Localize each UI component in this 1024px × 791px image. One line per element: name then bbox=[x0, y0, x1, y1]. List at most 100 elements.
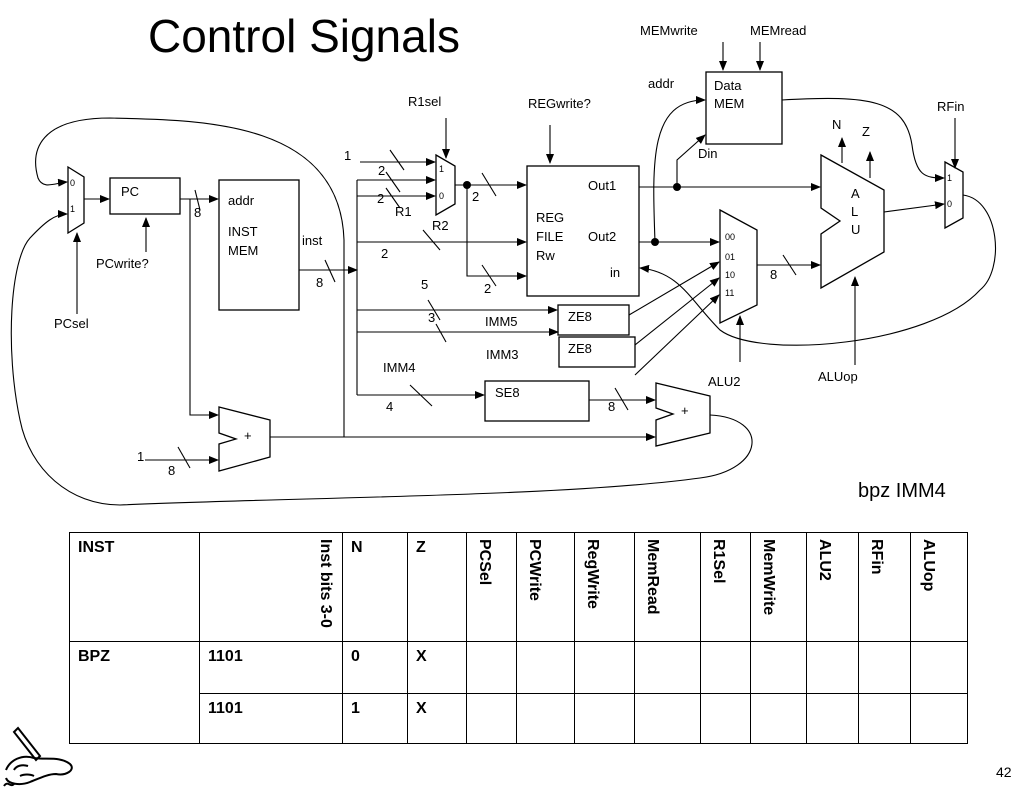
inst-mem bbox=[218, 179, 300, 311]
table-cell: 1 bbox=[342, 693, 408, 744]
imm4-label: IMM4 bbox=[383, 360, 416, 375]
width-label: 4 bbox=[386, 399, 393, 414]
table-cell: 1101 bbox=[199, 641, 343, 694]
control-signal-table: INST Inst bits 3-0 N Z PCSel PCWrite Reg… bbox=[69, 532, 968, 744]
rfin-mux bbox=[944, 160, 964, 230]
width-label: 2 bbox=[378, 163, 385, 178]
junction-dot bbox=[651, 238, 659, 246]
se8-label: SE8 bbox=[495, 385, 520, 400]
data-mem-label-1: Data bbox=[714, 78, 742, 93]
imm5-label: IMM5 bbox=[485, 314, 518, 329]
width-label: 5 bbox=[421, 277, 428, 292]
mux-input-label: 0 bbox=[439, 191, 444, 201]
header-memread: MemRead bbox=[634, 532, 701, 642]
width-label: 8 bbox=[194, 205, 201, 220]
table-cell: 1101 bbox=[199, 693, 343, 744]
pc-register bbox=[109, 177, 181, 215]
const-one-label: 1 bbox=[137, 449, 144, 464]
page-title: Control Signals bbox=[148, 10, 460, 62]
mux-input-label: 0 bbox=[947, 199, 952, 209]
table-cell bbox=[750, 641, 807, 694]
table-cell bbox=[858, 641, 911, 694]
table-cell: 0 bbox=[342, 641, 408, 694]
width-label: 2 bbox=[377, 191, 384, 206]
din-label: Din bbox=[698, 146, 718, 161]
r2-mux bbox=[435, 153, 456, 217]
header-inst: INST bbox=[69, 532, 200, 642]
width-label: 3 bbox=[428, 310, 435, 325]
data-mem bbox=[705, 71, 783, 145]
table-cell bbox=[858, 693, 911, 744]
inst-mem-label-1: INST bbox=[228, 224, 258, 239]
reg-file-label-3: Rw bbox=[536, 248, 555, 263]
regwrite-label: REGwrite? bbox=[528, 96, 591, 111]
table-cell bbox=[806, 693, 859, 744]
adder-plus-label: + bbox=[244, 428, 252, 443]
ze8-label: ZE8 bbox=[568, 309, 592, 324]
ze8-box-a bbox=[557, 304, 630, 336]
branch-adder bbox=[655, 382, 711, 447]
table-cell bbox=[516, 641, 575, 694]
width-label: 8 bbox=[770, 267, 777, 282]
table-cell bbox=[806, 641, 859, 694]
header-memwrite: MemWrite bbox=[750, 532, 807, 642]
inst-mem-addr-label: addr bbox=[228, 193, 255, 208]
header-rfin: RFin bbox=[858, 532, 911, 642]
table-cell bbox=[574, 693, 635, 744]
mux-input-label: 01 bbox=[725, 252, 735, 262]
mux-input-label: 1 bbox=[70, 204, 75, 214]
r2-label: R2 bbox=[432, 218, 449, 233]
mem-addr-label: addr bbox=[648, 76, 675, 91]
const-one-label: 1 bbox=[344, 148, 351, 163]
alu bbox=[820, 153, 885, 290]
adder-plus-label: + bbox=[681, 403, 689, 418]
header-r1sel: R1Sel bbox=[700, 532, 751, 642]
table-cell: X bbox=[407, 641, 467, 694]
data-mem-label-2: MEM bbox=[714, 96, 744, 111]
table-cell-inst: BPZ bbox=[69, 641, 200, 744]
width-label: 2 bbox=[472, 189, 479, 204]
header-z: Z bbox=[407, 532, 467, 642]
instruction-caption: bpz IMM4 bbox=[858, 480, 946, 502]
pcwrite-label: PCwrite? bbox=[96, 256, 149, 271]
junction-dot bbox=[673, 183, 681, 191]
in-label: in bbox=[610, 265, 620, 280]
out1-label: Out1 bbox=[588, 178, 616, 193]
page-number: 42 bbox=[996, 764, 1012, 780]
width-label: 2 bbox=[484, 281, 491, 296]
table-cell bbox=[700, 641, 751, 694]
table-cell bbox=[516, 693, 575, 744]
table-cell bbox=[634, 641, 701, 694]
table-cell bbox=[574, 641, 635, 694]
junction-dot bbox=[463, 181, 471, 189]
table-cell bbox=[466, 641, 517, 694]
width-label: 8 bbox=[168, 463, 175, 478]
header-alu2: ALU2 bbox=[806, 532, 859, 642]
table-header-row: INST Inst bits 3-0 N Z PCSel PCWrite Reg… bbox=[69, 532, 968, 642]
alu-label-l: L bbox=[851, 204, 858, 219]
pcsel-label: PCsel bbox=[54, 316, 89, 331]
memwrite-label: MEMwrite bbox=[640, 23, 698, 38]
table-cell bbox=[466, 693, 517, 744]
memread-label: MEMread bbox=[750, 23, 806, 38]
table-cell: X bbox=[407, 693, 467, 744]
mux-input-label: 10 bbox=[725, 270, 735, 280]
mux-input-label: 11 bbox=[725, 288, 734, 298]
imm3-label: IMM3 bbox=[486, 347, 519, 362]
inst-label: inst bbox=[302, 233, 323, 248]
n-flag-label: N bbox=[832, 117, 841, 132]
table-cell bbox=[910, 693, 968, 744]
ze8-label: ZE8 bbox=[568, 341, 592, 356]
table-row: 1101 1 X bbox=[70, 693, 968, 744]
header-pcsel: PCSel bbox=[466, 532, 517, 642]
table-cell bbox=[750, 693, 807, 744]
pc-mux bbox=[67, 165, 85, 235]
header-pcwrite: PCWrite bbox=[516, 532, 575, 642]
inst-mem-label-2: MEM bbox=[228, 243, 258, 258]
width-label: 2 bbox=[381, 246, 388, 261]
alu2-mux bbox=[719, 208, 758, 325]
r1-label: R1 bbox=[395, 204, 412, 219]
aluop-label: ALUop bbox=[818, 369, 858, 384]
table-cell bbox=[700, 693, 751, 744]
table-cell bbox=[634, 693, 701, 744]
